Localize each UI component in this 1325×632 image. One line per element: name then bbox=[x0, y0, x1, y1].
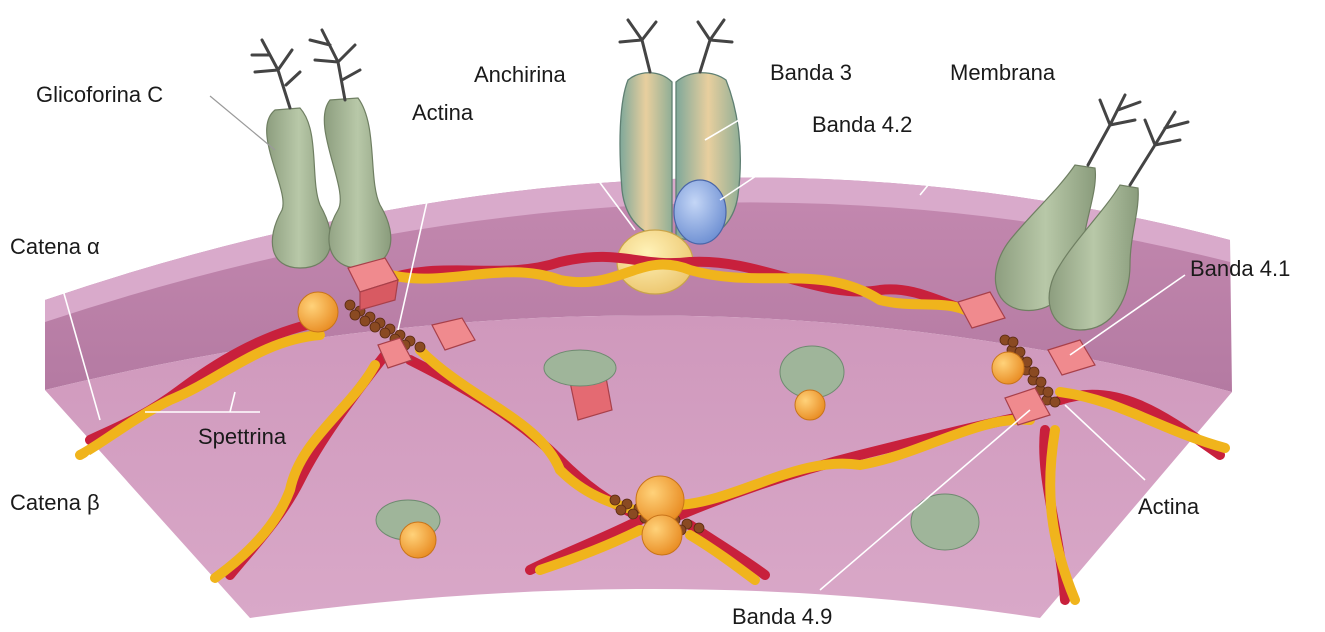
label-banda-4-1: Banda 4.1 bbox=[1190, 256, 1290, 281]
label-catena-alpha: Catena α bbox=[10, 234, 100, 259]
label-banda-3: Banda 3 bbox=[770, 60, 852, 85]
label-glicoforina-c: Glicoforina C bbox=[36, 82, 163, 107]
glycan-chain-icon bbox=[620, 20, 732, 72]
band-4-2-protein bbox=[674, 180, 726, 244]
glycophorin-c-left bbox=[252, 30, 391, 268]
label-anchirina: Anchirina bbox=[474, 62, 566, 87]
label-actina-top: Actina bbox=[412, 100, 474, 125]
label-membrana: Membrana bbox=[950, 60, 1056, 85]
label-banda-4-2: Banda 4.2 bbox=[812, 112, 912, 137]
label-catena-beta: Catena β bbox=[10, 490, 100, 515]
band-4-1-protein bbox=[298, 292, 338, 332]
label-spettrina: Spettrina bbox=[198, 424, 287, 449]
band-4-1-protein bbox=[992, 352, 1024, 384]
glycan-chain-icon bbox=[1088, 95, 1188, 185]
label-banda-4-9: Banda 4.9 bbox=[732, 604, 832, 629]
glycan-chain-icon bbox=[252, 30, 360, 108]
band-4-1-protein bbox=[642, 515, 682, 555]
label-actina-right: Actina bbox=[1138, 494, 1200, 519]
